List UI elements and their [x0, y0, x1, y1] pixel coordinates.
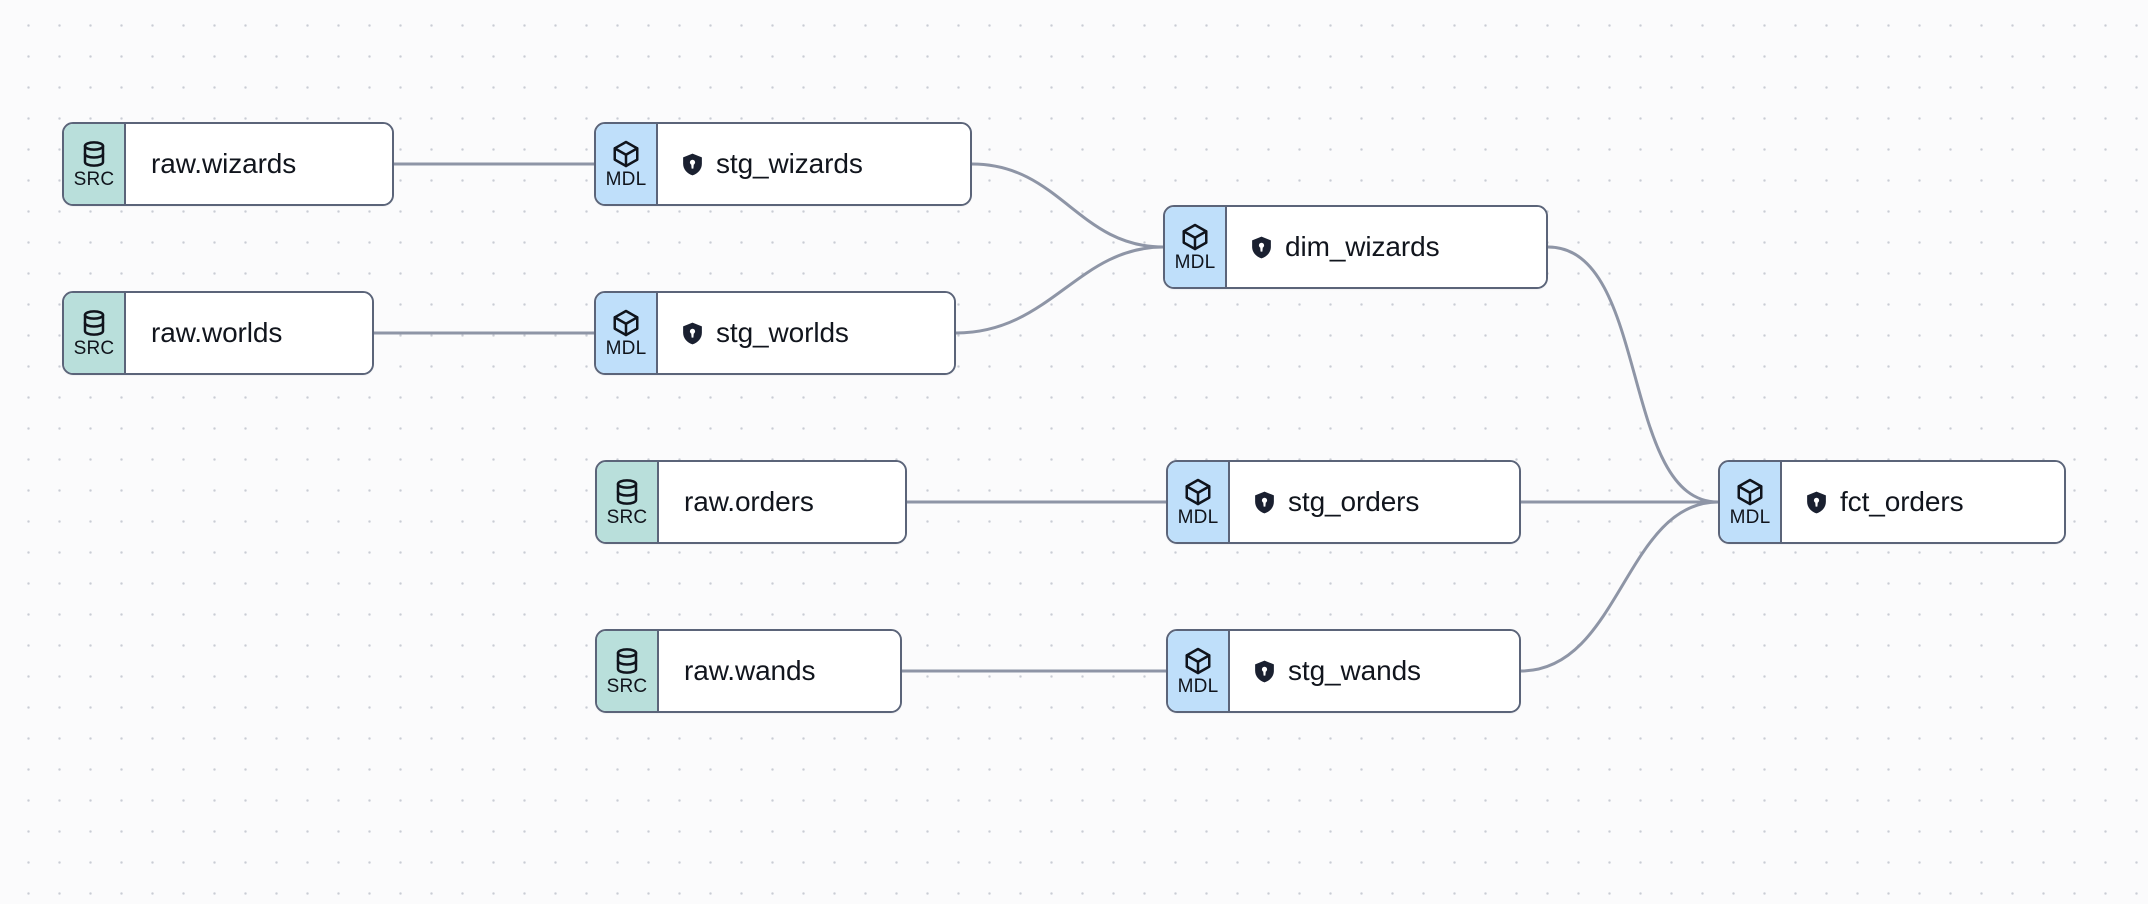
node-label: stg_worlds	[716, 317, 849, 348]
cube-icon	[1183, 646, 1213, 676]
edge-stg_worlds-to-dim_wizards[interactable]	[954, 245, 1165, 335]
shield-lock-icon	[680, 321, 705, 346]
node-label: raw.worlds	[151, 317, 283, 348]
shield-lock-icon	[1252, 490, 1277, 515]
node-body-stg_orders: stg_orders	[1230, 462, 1519, 542]
node-type-badge-stg_worlds: MDL	[596, 293, 658, 373]
lineage-node-stg_worlds[interactable]: MDL stg_worlds	[594, 291, 956, 375]
lineage-node-stg_orders[interactable]: MDL stg_orders	[1166, 460, 1521, 544]
node-type-code: SRC	[73, 338, 115, 359]
shield-lock-icon	[1249, 235, 1274, 260]
node-type-badge-dim_wizards: MDL	[1165, 207, 1227, 287]
node-type-badge-stg_wizards: MDL	[596, 124, 658, 204]
shield-lock-icon	[1252, 659, 1277, 684]
shield-lock-icon	[680, 152, 705, 177]
node-type-code: MDL	[605, 169, 647, 190]
node-body-raw_orders: raw.orders	[659, 462, 905, 542]
node-type-code: SRC	[606, 676, 648, 697]
lineage-node-dim_wizards[interactable]: MDL dim_wizards	[1163, 205, 1548, 289]
node-type-code: MDL	[605, 338, 647, 359]
node-body-stg_wizards: stg_wizards	[658, 124, 970, 204]
node-label: raw.wands	[684, 655, 816, 686]
node-label: stg_wizards	[716, 148, 863, 179]
node-type-code: MDL	[1174, 252, 1216, 273]
node-type-badge-fct_orders: MDL	[1720, 462, 1782, 542]
node-type-badge-raw_wands: SRC	[597, 631, 659, 711]
node-type-badge-raw_orders: SRC	[597, 462, 659, 542]
node-body-raw_wizards: raw.wizards	[126, 124, 392, 204]
database-icon	[612, 646, 642, 676]
node-body-raw_wands: raw.wands	[659, 631, 900, 711]
node-label: stg_orders	[1288, 486, 1420, 517]
edge-stg_wands-to-fct_orders[interactable]	[1519, 500, 1720, 673]
node-type-badge-raw_worlds: SRC	[64, 293, 126, 373]
cube-icon	[1735, 477, 1765, 507]
lineage-node-stg_wizards[interactable]: MDL stg_wizards	[594, 122, 972, 206]
edge-dim_wizards-to-fct_orders[interactable]	[1546, 245, 1720, 504]
node-body-dim_wizards: dim_wizards	[1227, 207, 1546, 287]
node-type-code: MDL	[1729, 507, 1771, 528]
node-type-code: MDL	[1177, 507, 1219, 528]
lineage-node-stg_wands[interactable]: MDL stg_wands	[1166, 629, 1521, 713]
node-type-code: MDL	[1177, 676, 1219, 697]
node-body-stg_worlds: stg_worlds	[658, 293, 954, 373]
node-label: fct_orders	[1840, 486, 1964, 517]
cube-icon	[611, 308, 641, 338]
database-icon	[612, 477, 642, 507]
lineage-node-raw_wands[interactable]: SRC raw.wands	[595, 629, 902, 713]
node-type-code: SRC	[73, 169, 115, 190]
node-label: stg_wands	[1288, 655, 1421, 686]
cube-icon	[1180, 222, 1210, 252]
database-icon	[79, 308, 109, 338]
node-type-badge-stg_wands: MDL	[1168, 631, 1230, 711]
lineage-node-raw_orders[interactable]: SRC raw.orders	[595, 460, 907, 544]
lineage-node-raw_wizards[interactable]: SRC raw.wizards	[62, 122, 394, 206]
lineage-node-raw_worlds[interactable]: SRC raw.worlds	[62, 291, 374, 375]
cube-icon	[1183, 477, 1213, 507]
node-label: dim_wizards	[1285, 231, 1440, 262]
node-type-badge-stg_orders: MDL	[1168, 462, 1230, 542]
database-icon	[79, 139, 109, 169]
shield-lock-icon	[1804, 490, 1829, 515]
node-type-badge-raw_wizards: SRC	[64, 124, 126, 204]
node-body-stg_wands: stg_wands	[1230, 631, 1519, 711]
edge-stg_wizards-to-dim_wizards[interactable]	[970, 162, 1165, 249]
node-label: raw.orders	[684, 486, 814, 517]
lineage-node-fct_orders[interactable]: MDL fct_orders	[1718, 460, 2066, 544]
cube-icon	[611, 139, 641, 169]
node-type-code: SRC	[606, 507, 648, 528]
node-body-fct_orders: fct_orders	[1782, 462, 2064, 542]
node-body-raw_worlds: raw.worlds	[126, 293, 372, 373]
node-label: raw.wizards	[151, 148, 297, 179]
